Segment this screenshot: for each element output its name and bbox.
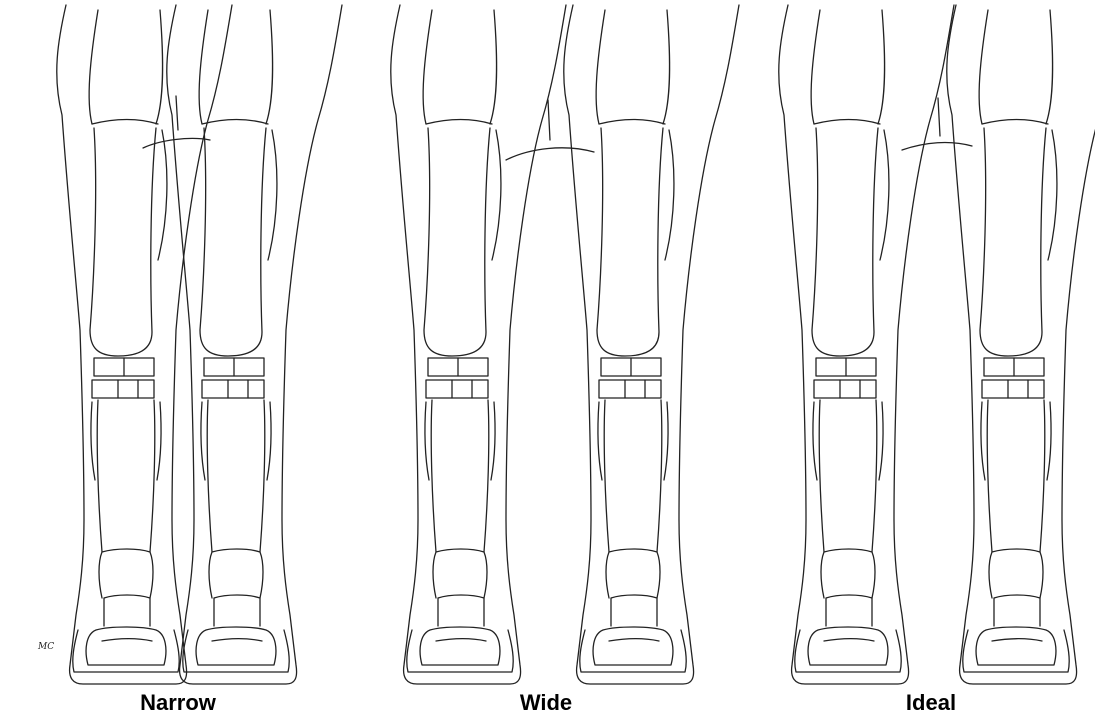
narrow-right-leg [167, 5, 342, 684]
wide-left-leg [391, 5, 566, 684]
narrow-left-leg [57, 5, 232, 684]
ideal-right-leg [947, 5, 1095, 684]
wide-chest-line [506, 148, 594, 160]
wide-right-leg [564, 5, 739, 684]
artist-initials: MC [38, 642, 54, 652]
ideal-left-leg [779, 5, 954, 684]
ideal-midline [938, 98, 940, 136]
caption-wide: Wide [446, 686, 646, 720]
ideal-chest-line [902, 143, 972, 150]
caption-ideal: Ideal [831, 686, 1031, 720]
narrow-midline [176, 96, 178, 130]
narrow-chest-line [143, 138, 210, 148]
wide-midline [548, 100, 550, 140]
caption-narrow: Narrow [78, 686, 278, 720]
